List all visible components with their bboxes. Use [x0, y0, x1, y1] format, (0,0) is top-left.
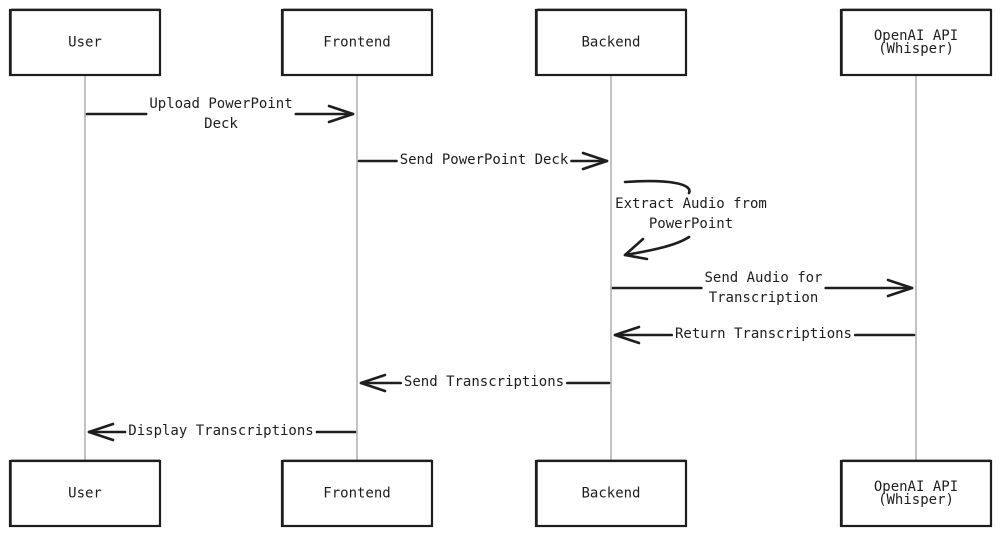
participant-label-backend: Backend	[581, 35, 640, 51]
message-label: Extract Audio from	[615, 196, 767, 212]
participant-box-openai-bottom: OpenAI API(Whisper)	[839, 459, 993, 528]
message-label: Upload PowerPoint	[149, 96, 292, 112]
arrowhead	[886, 278, 914, 298]
participant-label-user: User	[68, 35, 102, 51]
message-label: Send PowerPoint Deck	[400, 152, 569, 168]
participant-box-user-top: User	[8, 8, 162, 77]
arrowhead	[613, 325, 641, 345]
participant-box-frontend-bottom: Frontend	[280, 459, 434, 528]
message-label: PowerPoint	[649, 216, 733, 232]
arrowhead	[327, 104, 355, 124]
participant-box-user-bottom: User	[8, 459, 162, 528]
message-return-transcriptions: Return Transcriptions	[613, 325, 916, 345]
arrowhead	[581, 151, 609, 171]
arrowhead	[623, 237, 649, 261]
arrowhead	[87, 422, 115, 442]
participant-label-user: User	[68, 486, 102, 502]
participant-box-backend-top: Backend	[534, 8, 688, 77]
participant-label-openai: (Whisper)	[878, 41, 954, 57]
message-label: Transcription	[709, 290, 819, 306]
participant-box-backend-bottom: Backend	[534, 459, 688, 528]
participant-label-openai: OpenAI API	[874, 479, 958, 495]
participant-label-openai: OpenAI API	[874, 28, 958, 44]
message-display-transcriptions: Display Transcriptions	[87, 422, 357, 442]
message-send-transcriptions: Send Transcriptions	[359, 373, 611, 393]
message-label: Send Transcriptions	[404, 374, 564, 390]
participant-label-openai: (Whisper)	[878, 492, 954, 508]
participant-boxes: UserUserFrontendFrontendBackendBackendOp…	[8, 8, 993, 528]
arrowhead	[359, 373, 387, 393]
lifelines	[84, 75, 917, 461]
self-message-line-top	[623, 179, 691, 195]
message-label: Deck	[204, 116, 238, 132]
participant-label-backend: Backend	[581, 486, 640, 502]
participant-box-openai-top: OpenAI API(Whisper)	[839, 8, 993, 77]
participant-box-frontend-top: Frontend	[280, 8, 434, 77]
message-label: Send Audio for	[704, 270, 822, 286]
participant-label-frontend: Frontend	[323, 486, 390, 502]
self-message-line-bottom	[623, 235, 691, 257]
message-label: Display Transcriptions	[128, 423, 313, 439]
message-send-deck: Send PowerPoint Deck	[357, 151, 609, 171]
participant-label-frontend: Frontend	[323, 35, 390, 51]
message-label: Return Transcriptions	[675, 326, 852, 342]
